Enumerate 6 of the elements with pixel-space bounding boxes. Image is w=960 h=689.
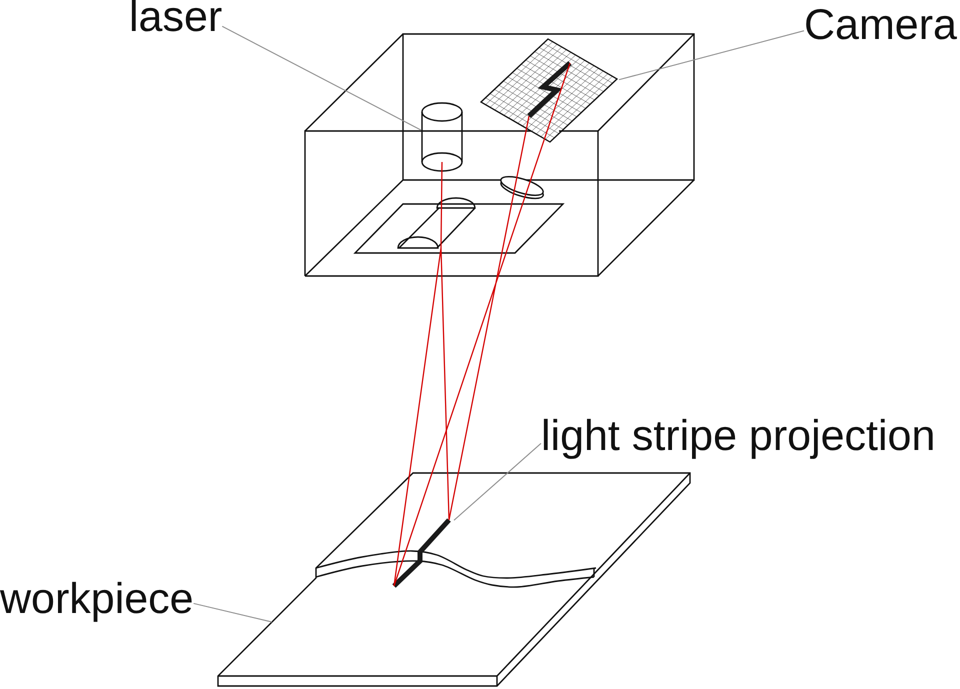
part-label: light stripe projection — [541, 412, 936, 460]
leader-line — [193, 602, 272, 623]
leader-line — [454, 442, 542, 521]
leader-line — [222, 26, 422, 131]
leader-line — [618, 30, 804, 80]
part-label: Camera — [804, 1, 957, 50]
